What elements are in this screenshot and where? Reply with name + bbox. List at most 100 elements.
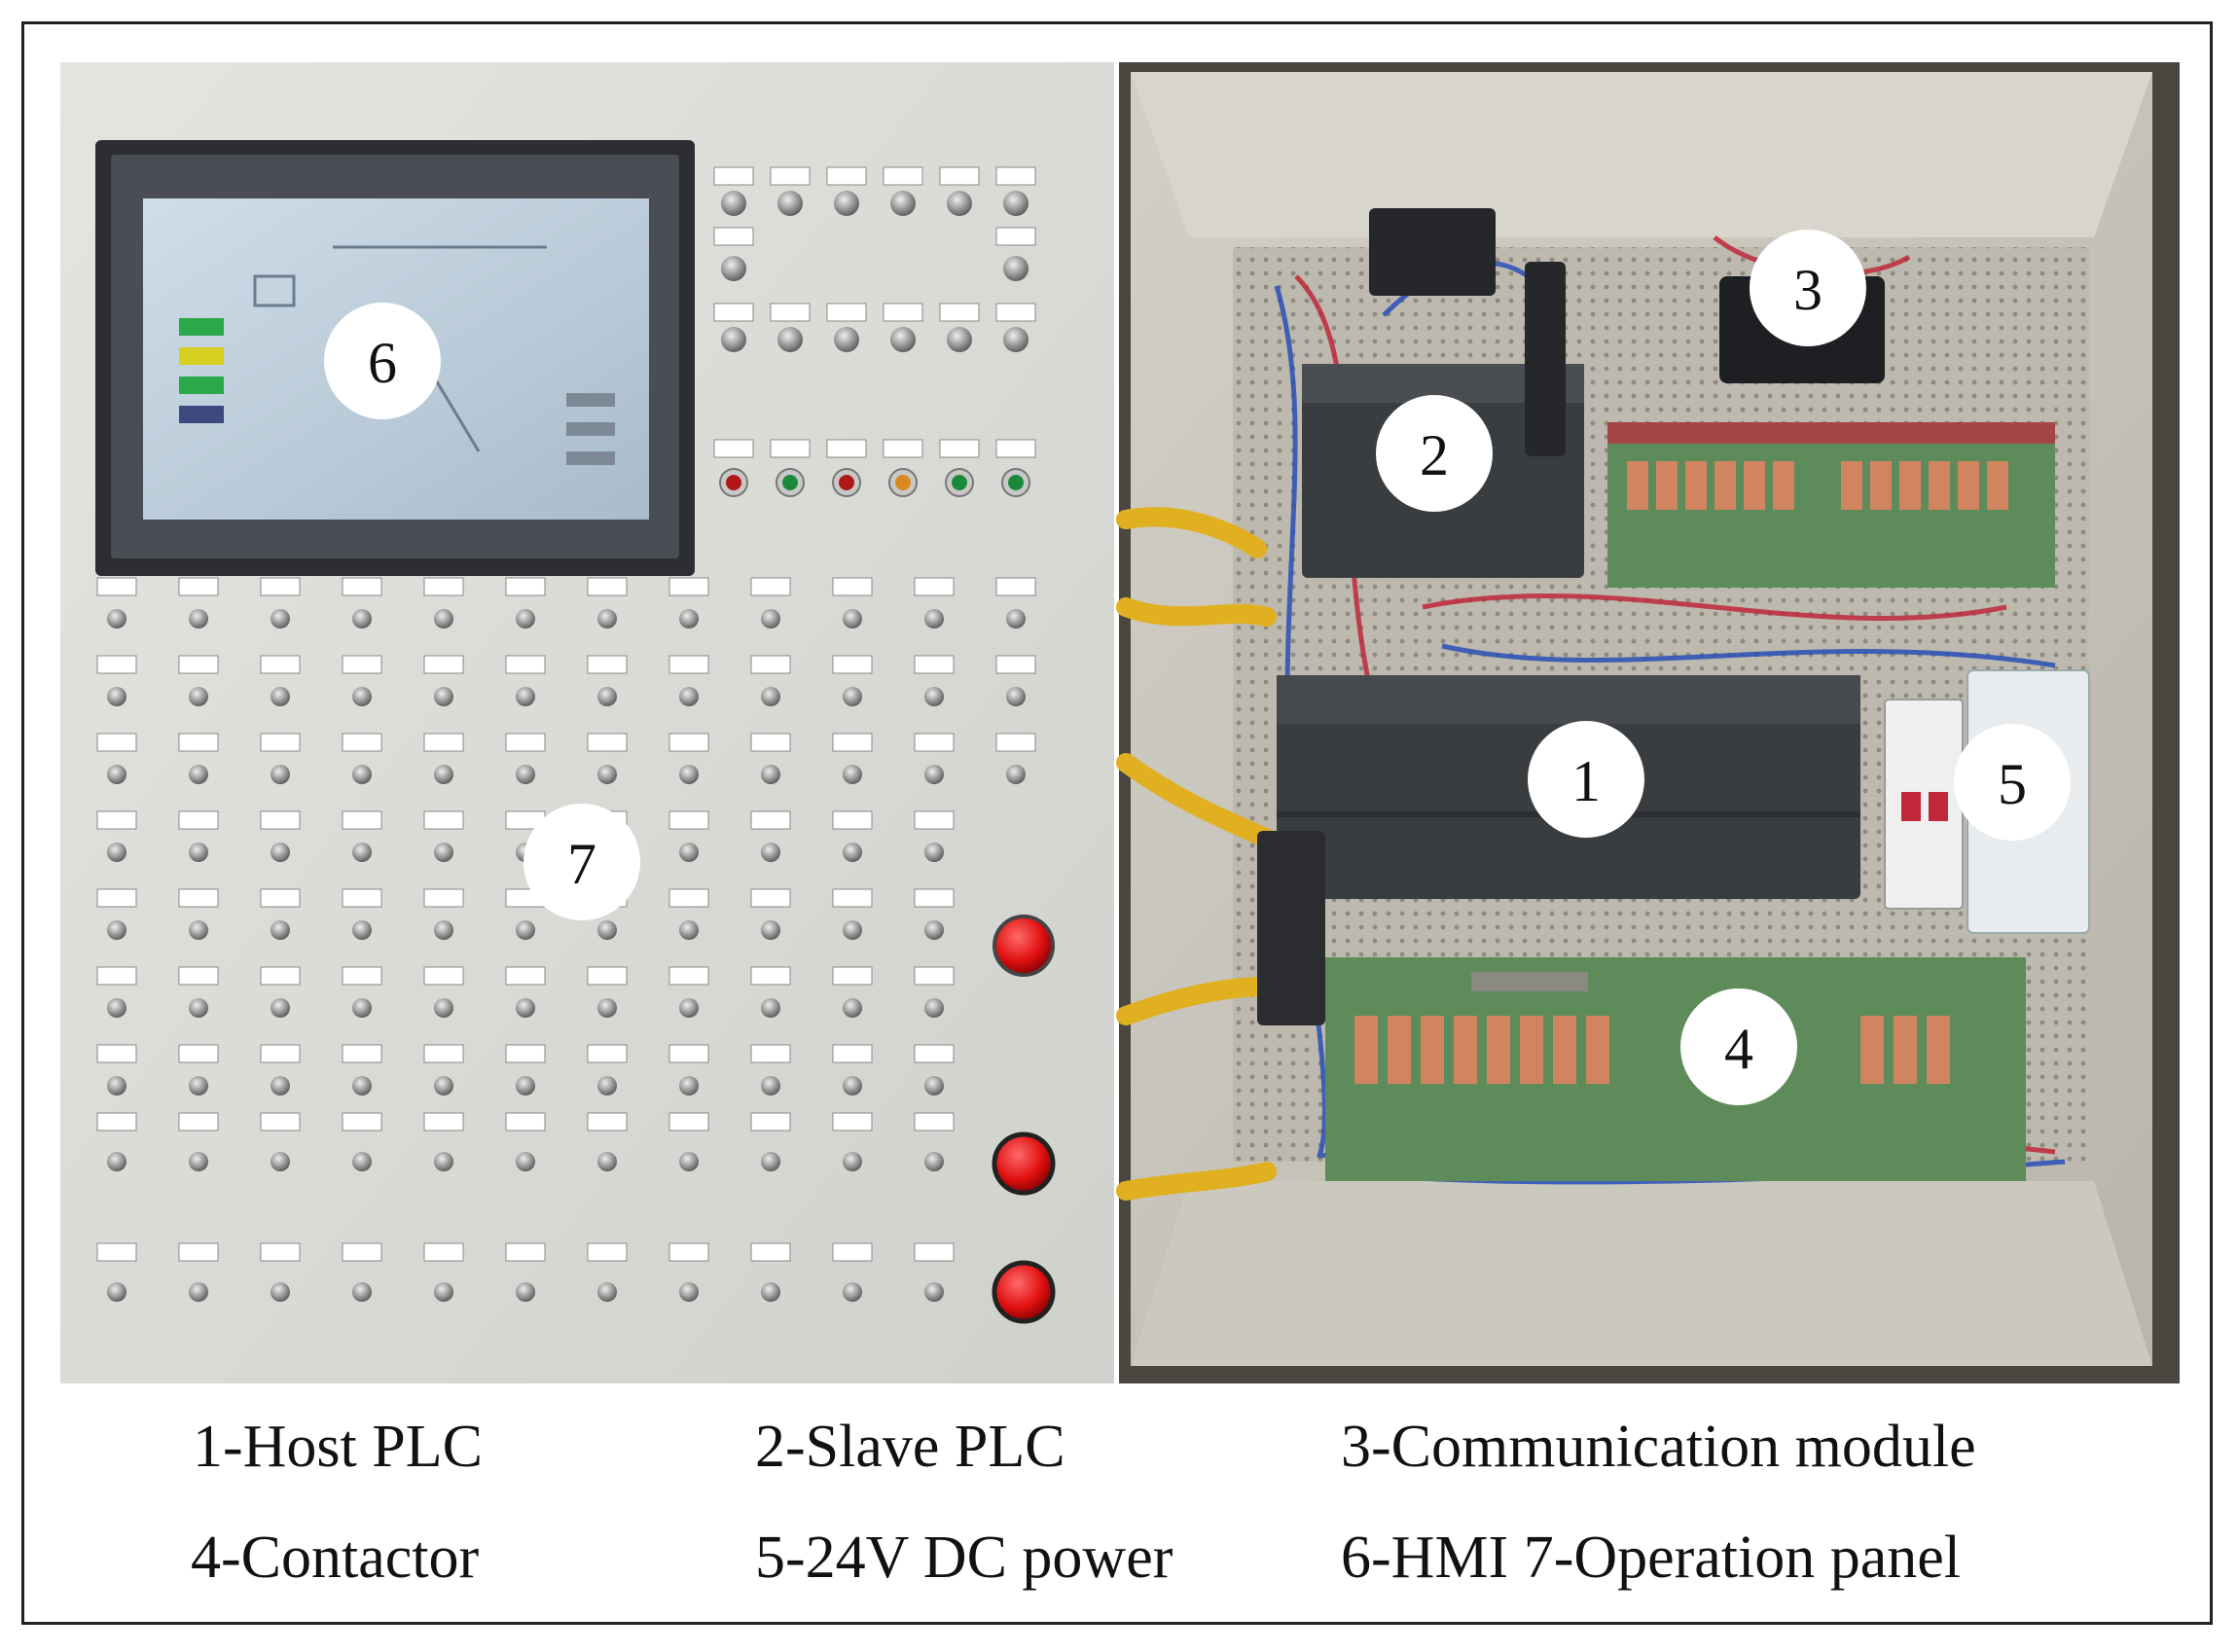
- red-push-buttons: [992, 915, 1056, 1324]
- svg-text:5: 5: [1998, 752, 2027, 816]
- toggle-switch: [271, 1282, 290, 1302]
- toggle-switch: [516, 687, 535, 706]
- toggle-switch: [434, 998, 453, 1018]
- toggle-switch: [352, 687, 372, 706]
- toggle-switch: [189, 998, 208, 1018]
- toggle-switch: [761, 1076, 780, 1095]
- toggle-switch: [597, 1152, 617, 1171]
- switch-label-plate: [914, 1112, 955, 1131]
- switch-label-plate: [260, 1242, 301, 1262]
- callout-1: 1: [1528, 721, 1644, 838]
- toggle-switch: [924, 920, 944, 940]
- toggle-switch: [924, 1076, 944, 1095]
- switch-label-plate: [832, 655, 873, 674]
- switch-label-plate: [750, 1112, 791, 1131]
- toggle-switch: [434, 687, 453, 706]
- switch-label-plate: [178, 810, 219, 830]
- switch-label-plate: [668, 1112, 709, 1131]
- toggle-switch: [679, 920, 699, 940]
- toggle-switch: [107, 1282, 126, 1302]
- switch-label-plate: [832, 888, 873, 908]
- switch-label-plate: [178, 1112, 219, 1131]
- switch-label-plate: [750, 966, 791, 986]
- toggle-switch: [761, 1282, 780, 1302]
- pilot-lamp-row: [713, 439, 1036, 497]
- switch-label-plate: [178, 1242, 219, 1262]
- electrical-cabinet: [1116, 62, 2180, 1383]
- toggle-switch: [516, 765, 535, 784]
- switch-label-plate: [342, 1112, 382, 1131]
- toggle-switch: [843, 843, 862, 862]
- switch-label-plate: [914, 733, 955, 752]
- switch-label-plate: [178, 733, 219, 752]
- toggle-switch: [761, 1152, 780, 1171]
- toggle-switch: [761, 920, 780, 940]
- switch-label-plate: [423, 1044, 464, 1063]
- switch-label-plate: [342, 577, 382, 596]
- switch-label-plate: [995, 655, 1036, 674]
- toggle-switch: [516, 998, 535, 1018]
- switch-label-plate: [505, 577, 546, 596]
- toggle-switch: [843, 765, 862, 784]
- toggle-switch: [679, 1282, 699, 1302]
- callout-2: 2: [1376, 395, 1493, 512]
- switch-label-plate: [505, 1044, 546, 1063]
- switch-label-plate: [832, 1044, 873, 1063]
- switch-label-plate: [914, 888, 955, 908]
- toggle-switch: [597, 1282, 617, 1302]
- switch-label-plate: [587, 655, 628, 674]
- switch-label-plate: [342, 966, 382, 986]
- callout-3: 3: [1750, 230, 1866, 346]
- toggle-switch: [189, 843, 208, 862]
- switch-label-plate: [96, 1044, 137, 1063]
- switch-label-plate: [668, 577, 709, 596]
- toggle-switch: [434, 920, 453, 940]
- toggle-switch: [843, 1076, 862, 1095]
- switch-label-plate: [423, 577, 464, 596]
- switch-label-plate: [914, 1044, 955, 1063]
- switch-label-plate: [750, 888, 791, 908]
- switch-label-plate: [342, 888, 382, 908]
- switch-label-plate: [505, 1242, 546, 1262]
- toggle-switch: [761, 843, 780, 862]
- legend-hmi-operation-panel: 6-HMI 7-Operation panel: [1341, 1525, 1962, 1591]
- switch-label-plate: [423, 1112, 464, 1131]
- toggle-switch: [271, 843, 290, 862]
- toggle-switch: [1006, 765, 1026, 784]
- switch-label-plate: [423, 733, 464, 752]
- switch-label-plate: [260, 1044, 301, 1063]
- switch-label-plate: [260, 888, 301, 908]
- toggle-switch: [271, 920, 290, 940]
- switch-label-plate: [96, 577, 137, 596]
- callout-4: 4: [1680, 988, 1797, 1105]
- toggle-switch: [761, 687, 780, 706]
- toggle-switch: [597, 765, 617, 784]
- switch-label-plate: [668, 966, 709, 986]
- control-cabinet-photo: 1 2 3 4 5 6 7: [60, 62, 2180, 1383]
- switch-label-plate: [832, 733, 873, 752]
- switch-label-plate: [423, 810, 464, 830]
- toggle-switch: [516, 1076, 535, 1095]
- switch-label-plate: [832, 810, 873, 830]
- toggle-switch: [516, 609, 535, 628]
- toggle-switch: [352, 1076, 372, 1095]
- toggle-switch: [271, 687, 290, 706]
- switch-label-plate: [832, 577, 873, 596]
- toggle-switch: [597, 609, 617, 628]
- toggle-switch: [761, 998, 780, 1018]
- switch-label-plate: [260, 1112, 301, 1131]
- toggle-switch: [516, 1152, 535, 1171]
- toggle-switch: [271, 1152, 290, 1171]
- switch-label-plate: [342, 655, 382, 674]
- switch-label-plate: [178, 655, 219, 674]
- switch-label-plate: [178, 966, 219, 986]
- contactor-boards: [1325, 957, 2026, 1181]
- switch-label-plate: [995, 733, 1036, 752]
- callout-markers: 1 2 3 4 5 6 7: [324, 230, 2071, 1105]
- switch-label-plate: [750, 733, 791, 752]
- toggle-switch: [516, 920, 535, 940]
- toggle-switch: [352, 1282, 372, 1302]
- toggle-switch: [107, 998, 126, 1018]
- toggle-switch: [434, 1076, 453, 1095]
- switch-label-plate: [914, 655, 955, 674]
